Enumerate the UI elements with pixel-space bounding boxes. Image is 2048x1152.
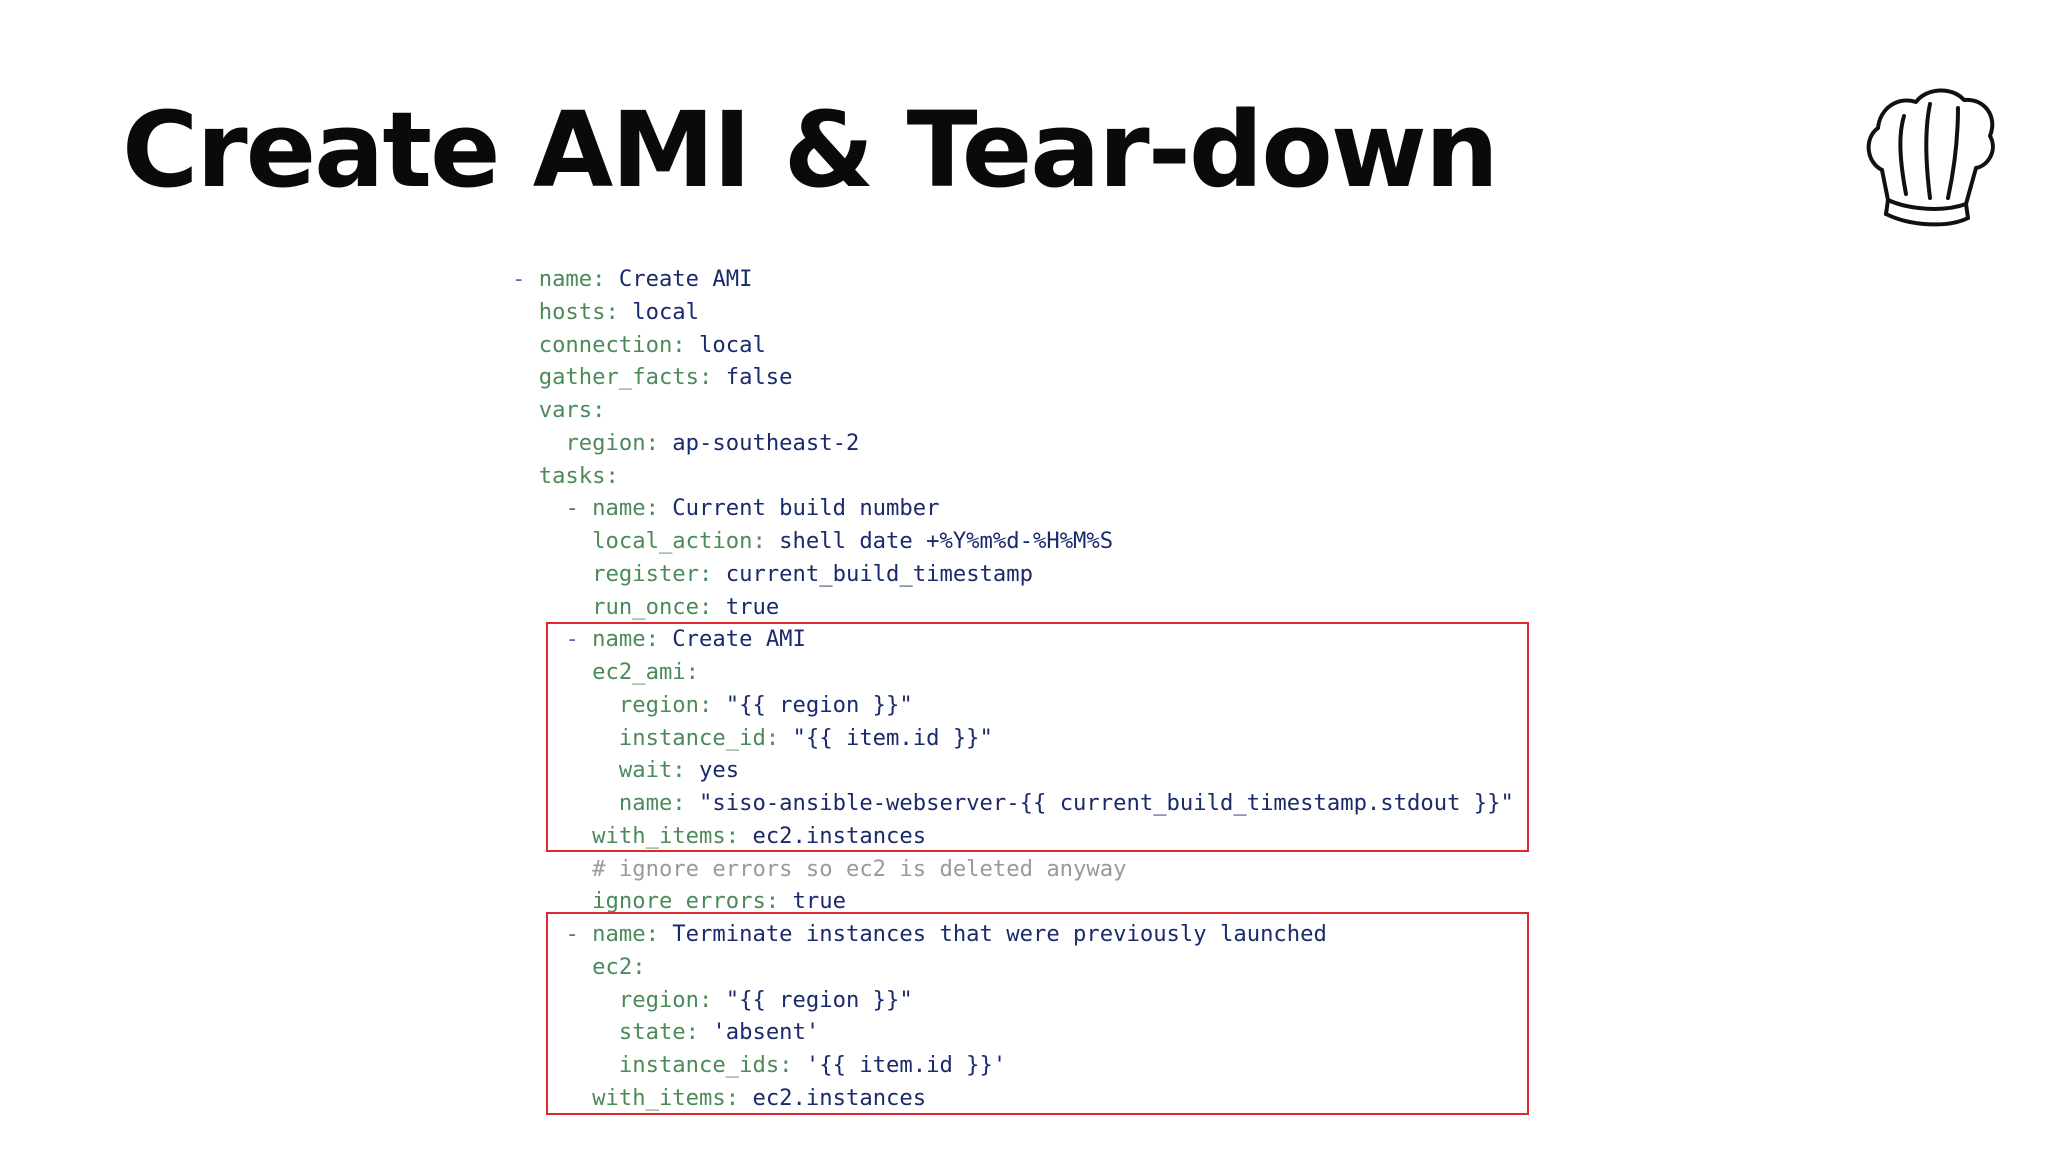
code-value: true [712, 593, 780, 620]
code-block: - name: Create AMI hosts: local connecti… [512, 263, 1514, 1115]
code-line: wait: yes [512, 754, 1514, 787]
code-key: tasks: [538, 462, 619, 489]
code-key: ec2_ami: [592, 659, 700, 685]
code-line: - name: Current build number [512, 492, 1514, 525]
code-comment: # ignore errors so ec2 is deleted anyway [592, 855, 1127, 882]
code-line: run_once: true [512, 591, 1514, 624]
highlight-box-create-ami [546, 622, 1529, 852]
code-line: region: "{{ region }}" [512, 689, 1514, 722]
code-key: run_once: [592, 593, 713, 620]
code-key: connection: [538, 331, 686, 358]
code-line: tasks: [512, 460, 1514, 493]
code-key: region: [565, 429, 659, 456]
code-line: instance_ids: '{{ item.id }}' [512, 1049, 1514, 1082]
slide-title: Create AMI & Tear-down [122, 89, 1499, 211]
code-value: true [779, 888, 846, 915]
code-key: region: [618, 691, 713, 718]
code-value: '{{ item.id }}' [792, 1052, 1007, 1078]
highlight-box-terminate-instances [546, 912, 1529, 1115]
code-line: instance_id: "{{ item.id }}" [512, 722, 1514, 755]
code-list-dash: - [512, 266, 539, 292]
code-key: ec2: [592, 953, 646, 980]
code-line: - name: Create AMI [512, 623, 1514, 656]
code-key: instance_id: [618, 724, 780, 751]
code-key: vars: [538, 397, 606, 423]
code-key: register: [592, 560, 713, 587]
code-line: - name: Terminate instances that were pr… [512, 918, 1514, 951]
code-line: vars: [512, 394, 1514, 427]
code-key: name: [618, 790, 686, 816]
code-line: ec2: [512, 951, 1514, 984]
code-line: ec2_ami: [512, 656, 1514, 689]
code-value: Current build number [658, 495, 940, 522]
code-value: ap-southeast-2 [658, 429, 860, 456]
code-key: ignore_errors: [592, 888, 780, 915]
code-line: gather_facts: false [512, 361, 1514, 394]
code-line: ignore_errors: true [512, 885, 1514, 918]
code-line: region: "{{ region }}" [512, 984, 1514, 1017]
code-line: with_items: ec2.instances [512, 1082, 1514, 1115]
code-line: register: current_build_timestamp [512, 558, 1514, 591]
code-value: current_build_timestamp [712, 560, 1033, 587]
code-line: local_action: shell date +%Y%m%d-%H%M%S [512, 525, 1514, 558]
code-key: name: [538, 266, 606, 292]
code-key: state: [618, 1019, 700, 1046]
code-line: with_items: ec2.instances [512, 820, 1514, 853]
code-key: region: [618, 986, 713, 1013]
code-key: name: [592, 626, 659, 653]
code-list-dash: - [565, 626, 593, 653]
code-key: with_items: [592, 1084, 740, 1111]
code-key: instance_ids: [618, 1052, 793, 1078]
code-value: Terminate instances that were previously… [658, 921, 1327, 947]
code-list-dash: - [565, 495, 593, 522]
code-line: name: "siso-ansible-webserver-{{ current… [512, 787, 1514, 820]
code-key: with_items: [592, 822, 740, 849]
code-value: shell date +%Y%m%d-%H%M%S [765, 528, 1114, 554]
code-key: hosts: [538, 298, 619, 325]
code-value: false [712, 364, 793, 391]
code-line: - name: Create AMI [512, 263, 1514, 296]
code-value: 'absent' [699, 1019, 820, 1046]
code-line: connection: local [512, 329, 1514, 362]
code-line: region: ap-southeast-2 [512, 427, 1514, 460]
code-value: "{{ item.id }}" [779, 724, 993, 751]
code-value: "{{ region }}" [712, 986, 913, 1013]
code-value: ec2.instances [739, 822, 927, 849]
code-key: name: [592, 495, 659, 522]
code-value: "siso-ansible-webserver-{{ current_build… [685, 790, 1514, 816]
code-value: Create AMI [605, 266, 753, 292]
chef-hat-icon [1866, 88, 1995, 227]
code-key: gather_facts: [538, 364, 713, 391]
code-value: yes [685, 757, 740, 784]
code-key: wait: [618, 757, 686, 784]
code-line: hosts: local [512, 296, 1514, 329]
code-line: # ignore errors so ec2 is deleted anyway [512, 853, 1514, 886]
code-value: ec2.instances [739, 1084, 927, 1111]
code-value: Create AMI [658, 626, 806, 653]
code-value: local [685, 331, 766, 358]
code-line: state: 'absent' [512, 1016, 1514, 1049]
code-key: name: [592, 921, 659, 947]
code-list-dash: - [565, 921, 593, 947]
code-key: local_action: [592, 528, 766, 554]
code-value: "{{ region }}" [712, 691, 913, 718]
code-value: local [618, 298, 700, 325]
